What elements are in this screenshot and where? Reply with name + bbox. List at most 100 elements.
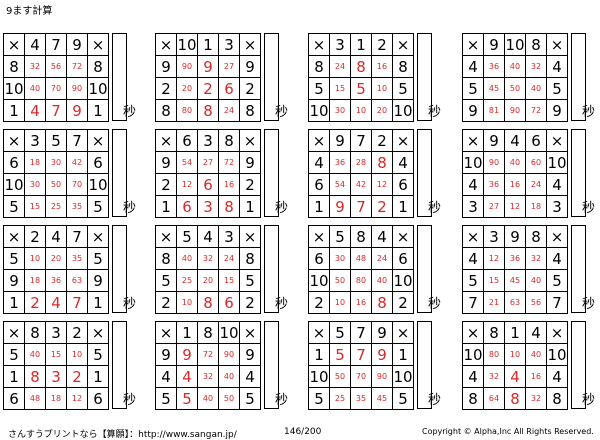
column-header: 2 bbox=[371, 129, 393, 152]
answer-cell: 6 bbox=[197, 173, 219, 196]
answer-cell: 5 bbox=[350, 77, 372, 100]
operator-cell: × bbox=[462, 33, 484, 56]
row-header: 8 bbox=[239, 99, 261, 122]
column-header: 4 bbox=[24, 33, 46, 56]
answer-cell: 50 bbox=[504, 77, 526, 100]
row-header: 8 bbox=[462, 387, 484, 410]
answer-cell: 8 bbox=[371, 151, 393, 174]
answer-cell: 60 bbox=[525, 151, 547, 174]
answer-cell: 30 bbox=[329, 99, 351, 122]
column-header: 4 bbox=[197, 225, 219, 248]
row-header: 10 bbox=[462, 151, 484, 174]
time-input-box[interactable] bbox=[264, 129, 279, 217]
answer-cell: 72 bbox=[218, 151, 240, 174]
answer-cell: 81 bbox=[483, 99, 505, 122]
column-header: 3 bbox=[218, 33, 240, 56]
time-input-box[interactable] bbox=[417, 225, 432, 313]
answer-cell: 90 bbox=[66, 77, 88, 100]
answer-cell: 35 bbox=[66, 247, 88, 270]
column-header: 7 bbox=[66, 225, 88, 248]
seconds-label: 秒 bbox=[428, 201, 442, 216]
answer-cell: 15 bbox=[24, 195, 46, 218]
time-input-box[interactable] bbox=[112, 129, 127, 217]
row-header: 5 bbox=[155, 269, 177, 292]
operator-cell: × bbox=[392, 321, 414, 344]
time-input-box[interactable] bbox=[417, 321, 432, 409]
answer-cell: 32 bbox=[483, 365, 505, 388]
answer-cell: 40 bbox=[24, 77, 46, 100]
time-input-box[interactable] bbox=[112, 321, 127, 409]
row-header: 8 bbox=[87, 55, 109, 78]
answer-cell: 40 bbox=[504, 151, 526, 174]
row-header: 4 bbox=[462, 365, 484, 388]
answer-cell: 3 bbox=[45, 365, 67, 388]
time-input-box[interactable] bbox=[112, 33, 127, 121]
operator-cell: × bbox=[462, 321, 484, 344]
answer-cell: 25 bbox=[329, 387, 351, 410]
answer-cell: 50 bbox=[45, 173, 67, 196]
answer-cell: 40 bbox=[525, 77, 547, 100]
answer-cell: 9 bbox=[66, 99, 88, 122]
answer-cell: 40 bbox=[176, 247, 198, 270]
time-input-box[interactable] bbox=[571, 129, 586, 217]
row-header: 4 bbox=[546, 247, 568, 270]
column-header: 3 bbox=[483, 225, 505, 248]
answer-cell: 16 bbox=[504, 173, 526, 196]
answer-cell: 72 bbox=[525, 99, 547, 122]
time-input-box[interactable] bbox=[112, 225, 127, 313]
answer-cell: 40 bbox=[525, 343, 547, 366]
answer-cell: 18 bbox=[24, 151, 46, 174]
row-header: 3 bbox=[462, 195, 484, 218]
column-header: 3 bbox=[45, 321, 67, 344]
time-input-box[interactable] bbox=[264, 225, 279, 313]
column-header: 1 bbox=[350, 33, 372, 56]
row-header: 1 bbox=[87, 291, 109, 314]
answer-cell: 63 bbox=[504, 291, 526, 314]
row-header: 5 bbox=[155, 387, 177, 410]
column-header: 10 bbox=[218, 321, 240, 344]
time-input-box[interactable] bbox=[417, 129, 432, 217]
page-title: 9ます計算 bbox=[6, 6, 53, 17]
answer-cell: 56 bbox=[45, 55, 67, 78]
answer-cell: 6 bbox=[218, 291, 240, 314]
operator-cell: × bbox=[239, 33, 261, 56]
row-header: 1 bbox=[3, 365, 25, 388]
answer-cell: 90 bbox=[218, 343, 240, 366]
answer-cell: 90 bbox=[504, 99, 526, 122]
column-header: 10 bbox=[504, 33, 526, 56]
operator-cell: × bbox=[239, 225, 261, 248]
answer-cell: 10 bbox=[371, 77, 393, 100]
row-header: 4 bbox=[546, 365, 568, 388]
time-input-box[interactable] bbox=[417, 33, 432, 121]
operator-cell: × bbox=[87, 225, 109, 248]
column-header: 8 bbox=[525, 33, 547, 56]
column-header: 8 bbox=[525, 225, 547, 248]
footer-site-text: さんすうプリントなら【算願】：http://www.sangan.jp/ bbox=[8, 430, 237, 440]
row-header: 5 bbox=[308, 387, 330, 410]
time-input-box[interactable] bbox=[571, 225, 586, 313]
column-header: 7 bbox=[45, 33, 67, 56]
operator-cell: × bbox=[3, 225, 25, 248]
answer-cell: 2 bbox=[197, 77, 219, 100]
operator-cell: × bbox=[462, 129, 484, 152]
time-input-box[interactable] bbox=[571, 33, 586, 121]
answer-cell: 50 bbox=[329, 269, 351, 292]
row-header: 8 bbox=[546, 387, 568, 410]
answer-cell: 16 bbox=[371, 55, 393, 78]
operator-cell: × bbox=[3, 33, 25, 56]
copyright-text: Copyright © Alpha,Inc All Rights Reserve… bbox=[422, 427, 594, 436]
row-header: 5 bbox=[87, 343, 109, 366]
answer-cell: 36 bbox=[45, 269, 67, 292]
time-input-box[interactable] bbox=[571, 321, 586, 409]
row-header: 10 bbox=[87, 173, 109, 196]
answer-cell: 5 bbox=[176, 387, 198, 410]
time-input-box[interactable] bbox=[264, 321, 279, 409]
time-input-box[interactable] bbox=[264, 33, 279, 121]
operator-cell: × bbox=[3, 129, 25, 152]
